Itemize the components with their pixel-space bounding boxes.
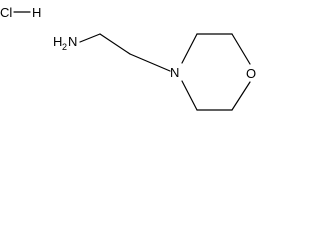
ring-o-lower-c-bond <box>231 81 251 111</box>
ch2-ch2-bond <box>99 33 131 55</box>
molecule-structure: Cl H H 2 N N O <box>0 5 256 111</box>
amine-n-label: N <box>68 34 77 49</box>
ring-upper-c-o-bond <box>231 33 251 65</box>
amine-nitrogen-label: H <box>53 34 62 49</box>
molecule-canvas: Cl H H 2 N N O <box>0 0 262 115</box>
amine-ch2-bond <box>79 33 101 43</box>
ring-lower-c-n-bond <box>181 80 198 111</box>
ch2-ring-n-bond <box>129 53 171 72</box>
ring-oxygen-label: O <box>246 66 256 81</box>
ring-nitrogen-label: N <box>170 65 179 80</box>
amine-subscript: 2 <box>62 42 67 52</box>
chlorine-label: Cl <box>0 5 12 20</box>
hydrogen-label: H <box>32 5 41 20</box>
ring-n-upper-c-bond <box>181 33 198 64</box>
